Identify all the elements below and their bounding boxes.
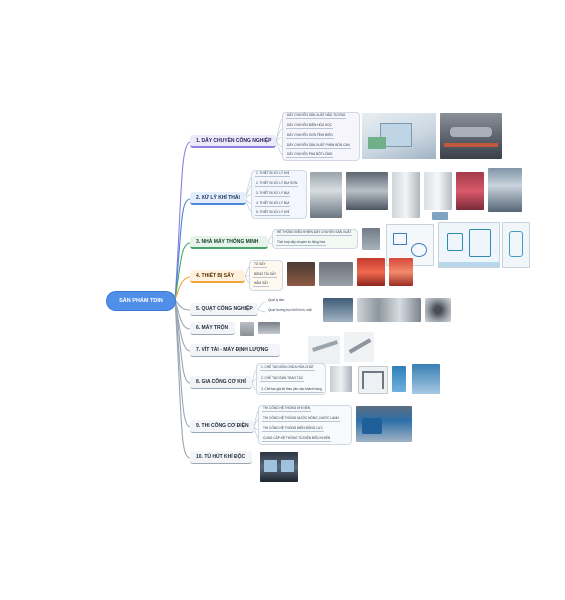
dryer-image: [389, 258, 413, 286]
leaf-item[interactable]: Tích hợp dây chuyền tự động hóa: [276, 240, 326, 246]
fabrication-image: [358, 366, 388, 394]
conveyor-image: [344, 332, 374, 362]
branch-1-items: [282, 112, 360, 161]
leaf-item[interactable]: DÂY CHUYỀN ĐIỆN HÓA HỌC: [286, 123, 333, 129]
exhaust-equipment-image: [310, 172, 342, 218]
branch-drying-equipment[interactable]: 4. THIẾT BỊ SẤY: [190, 270, 245, 283]
dryer-image: [319, 262, 353, 286]
scada-diagram-image: [438, 222, 500, 268]
exhaust-equipment-image: [346, 172, 388, 210]
exhaust-equipment-image: [432, 212, 448, 220]
branch-8-items: [256, 363, 326, 395]
exhaust-equipment-image: [488, 168, 522, 212]
leaf-item[interactable]: BĂNG TẢI SẤY: [253, 272, 278, 278]
branch-3-items: [272, 229, 358, 249]
leaf-item[interactable]: 3. THIẾT BỊ XỬ LÝ BỤI: [255, 191, 291, 197]
exhaust-equipment-image: [424, 172, 452, 210]
leaf-item[interactable]: 2. CHẾ TẠO ĐÀN THAO TÁC: [260, 376, 305, 382]
branch-2-items: [251, 170, 307, 219]
leaf-item[interactable]: DÂY CHUYỀN SƠN TĨNH ĐIỆN: [286, 133, 334, 139]
leaf-item[interactable]: Quạt ly tâm: [268, 298, 285, 302]
fan-image: [357, 298, 421, 322]
leaf-item[interactable]: 3. Chế tạo giá kệ theo yêu cầu khách hàn…: [260, 387, 323, 393]
branch-industrial-lines[interactable]: 1. DÂY CHUYỀN CÔNG NGHIỆP: [190, 135, 276, 148]
mixer-image: [240, 322, 254, 336]
fan-image: [425, 298, 451, 322]
control-cabinet-image: [362, 228, 380, 250]
leaf-item[interactable]: THI CÔNG HỆ THỐNG ĐIỆN ĐỘNG LỰC: [262, 426, 324, 432]
leaf-item[interactable]: 5. THIẾT BỊ XỬ LÝ KHÍ: [255, 210, 291, 216]
root-node[interactable]: SẢN PHẨM TDIN: [107, 292, 175, 310]
leaf-item[interactable]: HỆ THỐNG ĐIỀU KHIỂN DÂY CHUYỀN SẢN XUẤT: [276, 230, 353, 236]
branch-4-items: [249, 260, 283, 291]
fabrication-image: [392, 366, 406, 392]
mixer-image: [258, 322, 280, 334]
scada-diagram-image: [502, 222, 530, 268]
leaf-item[interactable]: 1. CHẾ TẠO BỒN CHỨA HÓA CHẤT: [260, 365, 315, 371]
branch-mechanical-fabrication[interactable]: 8. GIA CÔNG CƠ KHÍ: [190, 376, 252, 389]
factory-line-image: [362, 113, 436, 159]
branch-fume-hood[interactable]: 10. TỦ HÚT KHÍ ĐỘC: [190, 451, 252, 464]
leaf-item[interactable]: 1. THIẾT BỊ XỬ LÝ KHÍ: [255, 171, 291, 177]
exhaust-equipment-image: [392, 172, 420, 218]
leaf-item[interactable]: DÂY CHUYỀN PHA BỘT LỎNG: [286, 152, 334, 158]
branch-smart-factory[interactable]: 3. NHÀ MÁY THÔNG MINH: [190, 236, 268, 249]
leaf-item[interactable]: CUNG CẤP HỆ THỐNG TỦ ĐIỆN ĐIỀU KHIỂN: [262, 436, 332, 442]
leaf-item[interactable]: DÂY CHUYỀN SẢN XUẤT NÃO TƯƠNG: [286, 113, 347, 119]
branch-mep-construction[interactable]: 9. THI CÔNG CƠ ĐIỆN: [190, 420, 254, 433]
branch-mixers[interactable]: 6. MÁY TRỘN: [190, 322, 235, 335]
branch-industrial-fans[interactable]: 5. QUẠT CÔNG NGHIỆP: [190, 303, 258, 316]
fume-hood-image: [260, 452, 298, 482]
fabrication-image: [412, 364, 440, 394]
leaf-item[interactable]: Quạt hướng trục thổi bích, mặt: [268, 308, 312, 312]
branch-exhaust-treatment[interactable]: 2. XỬ LÝ KHÍ THẢI: [190, 192, 246, 205]
leaf-item[interactable]: THI CÔNG HỆ THỐNG NƯỚC NÓNG, NƯỚC LẠNH: [262, 416, 340, 422]
leaf-item[interactable]: TỦ SẤY: [253, 262, 267, 268]
leaf-item[interactable]: 4. THIẾT BỊ XỬ LÝ BỤI: [255, 201, 291, 207]
leaf-item[interactable]: 2. THIẾT BỊ XỬ LÝ BỤI SƠN: [255, 181, 299, 187]
dryer-image: [357, 258, 385, 286]
branch-screw-conveyor[interactable]: 7. VÍT TẢI - MÁY ĐỊNH LƯỢNG: [190, 344, 280, 357]
leaf-item[interactable]: DÂY CHUYỀN SẢN XUẤT PHÂN BÓN CAN: [286, 143, 351, 149]
fan-image: [323, 298, 353, 322]
factory-line-image: [440, 113, 502, 159]
leaf-item[interactable]: THI CÔNG HỆ THỐNG KHÍ NÉN: [262, 406, 312, 412]
mep-image: [356, 406, 412, 442]
leaf-item[interactable]: HẦM SẤY: [253, 281, 270, 287]
exhaust-equipment-image: [456, 172, 484, 210]
conveyor-image: [308, 336, 340, 364]
fabrication-image: [330, 366, 352, 392]
dryer-image: [287, 262, 315, 286]
